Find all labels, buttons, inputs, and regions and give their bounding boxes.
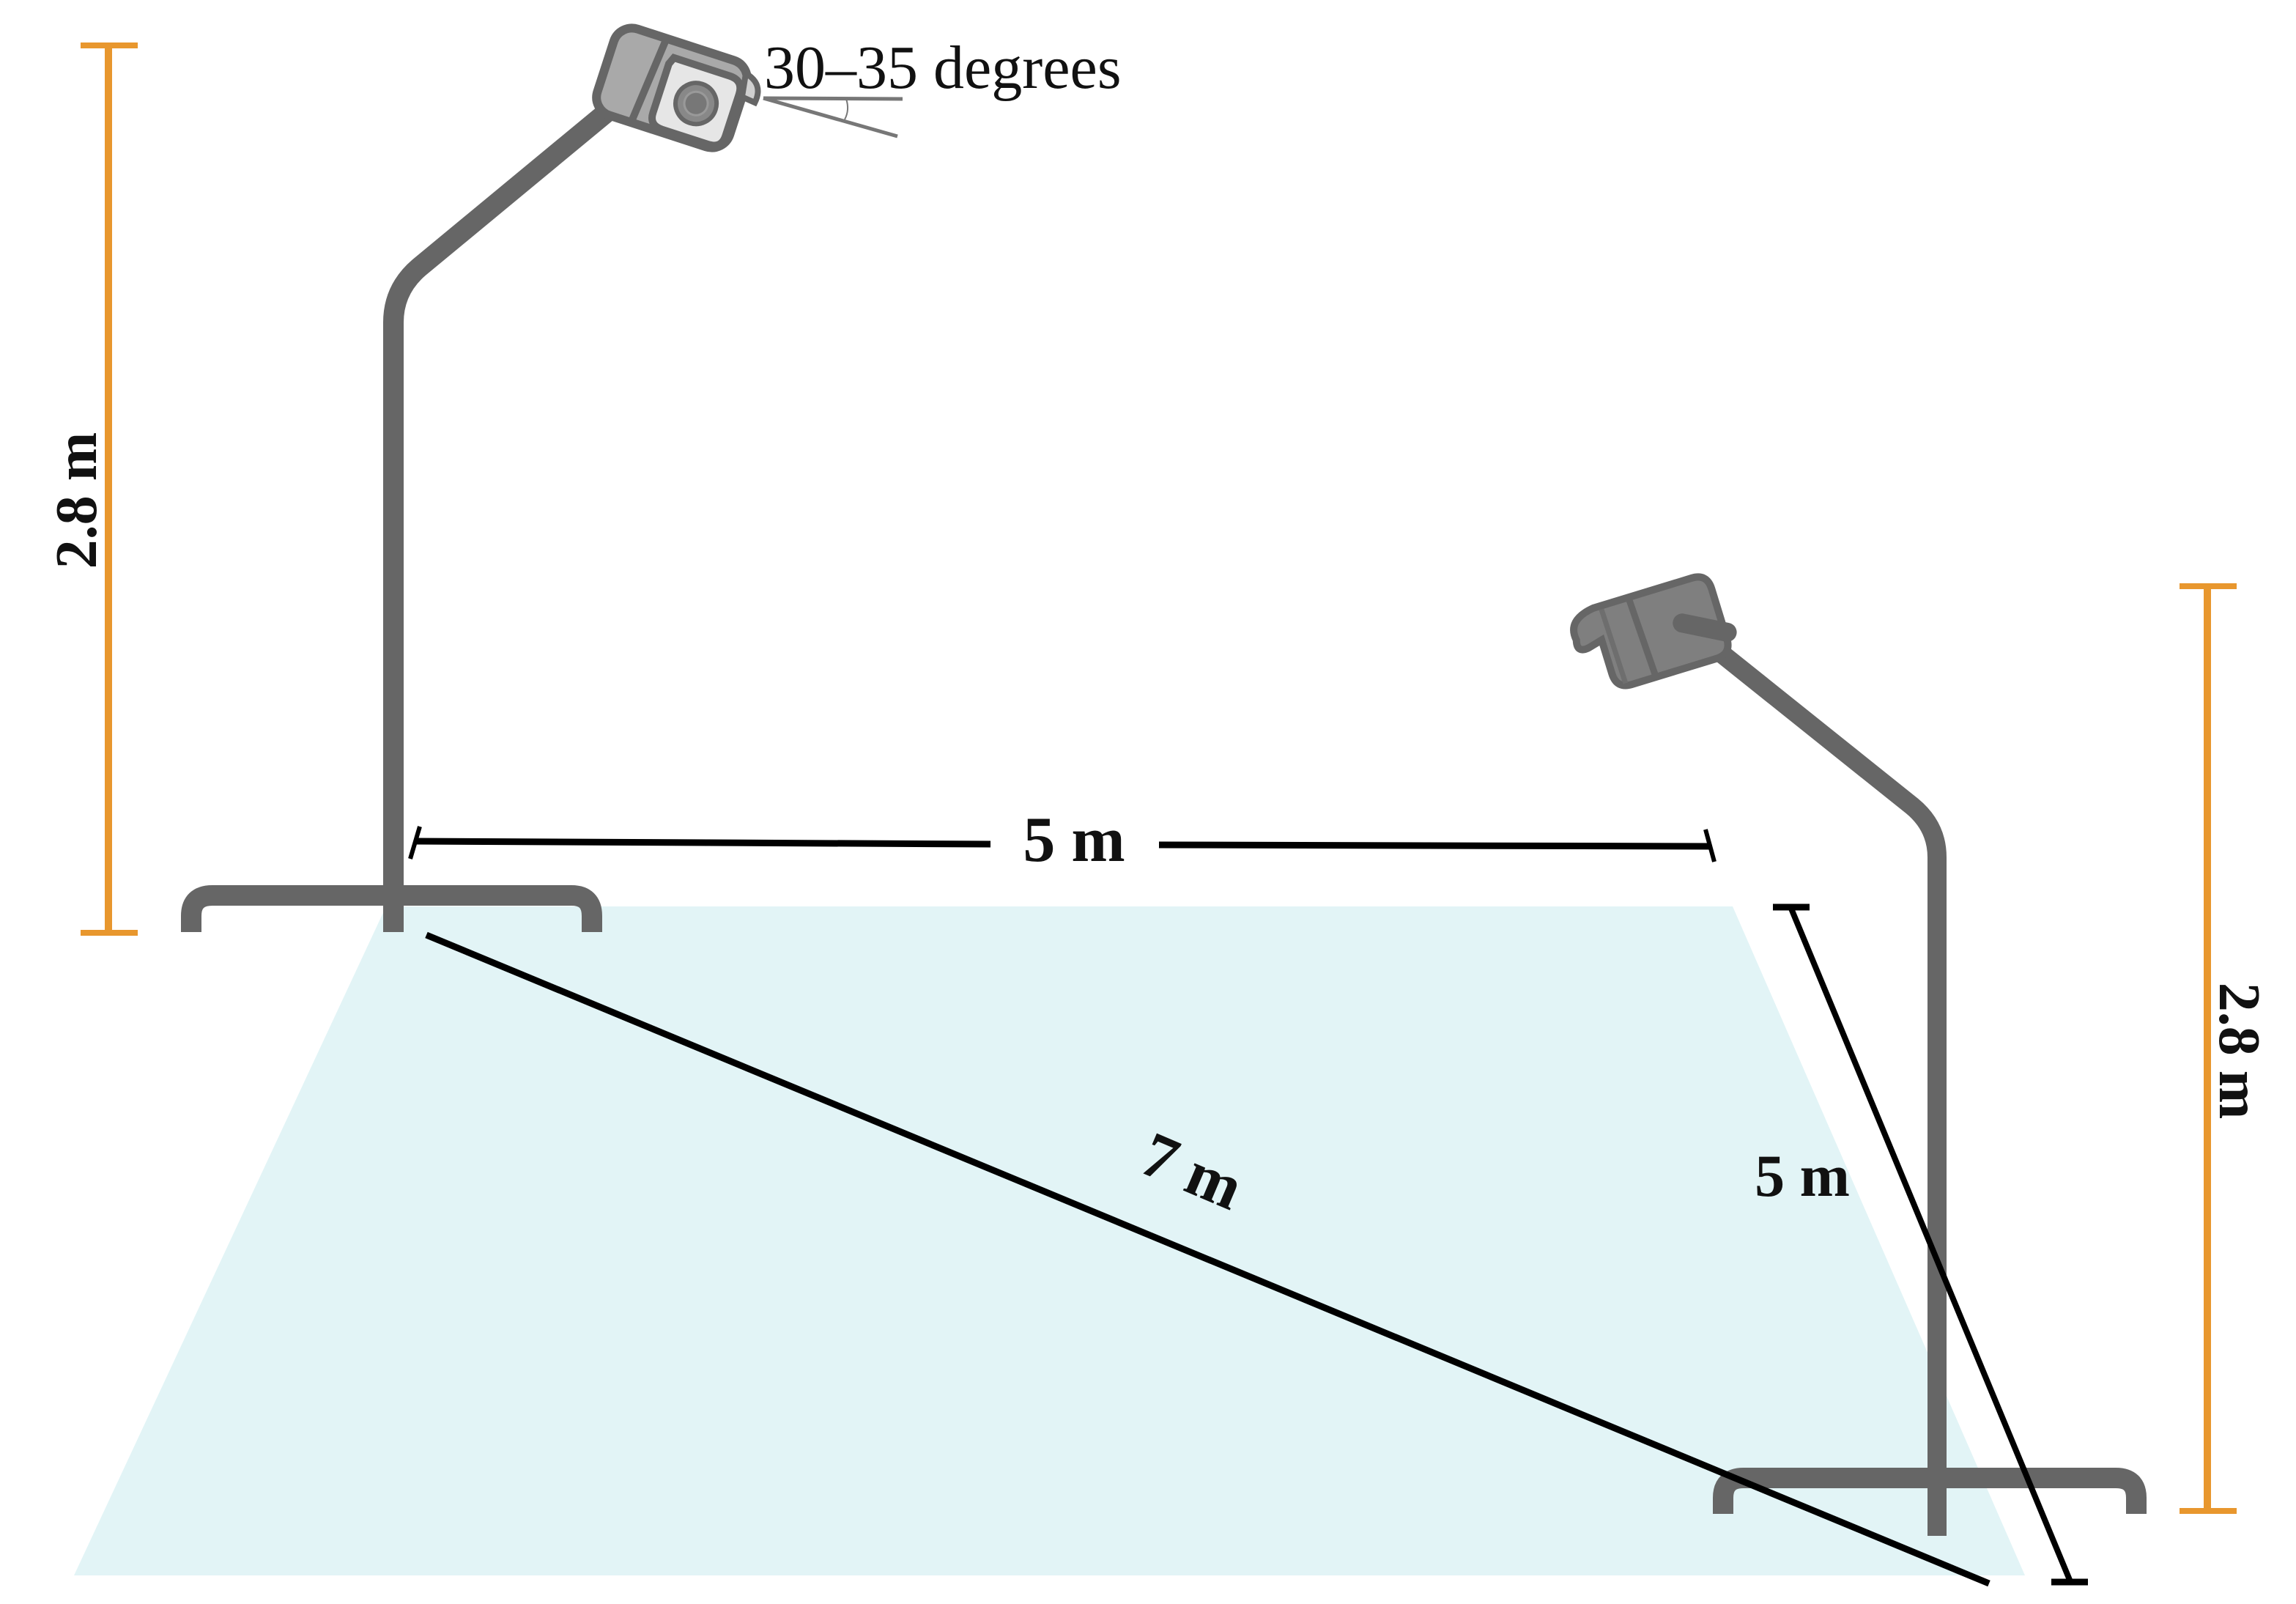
depth-distance-label: 5 m: [1755, 1142, 1850, 1209]
floor-capture-area: [74, 906, 2025, 1575]
right-camera-icon: [1570, 573, 1737, 690]
right-height-label: 2.8 m: [2207, 983, 2271, 1120]
diagonal-distance-dimension: [425, 931, 1991, 1587]
stand-separation-label: 5 m: [1023, 805, 1125, 876]
right-height-marker: [2180, 583, 2237, 1514]
depth-distance-dimension: [1773, 903, 2088, 1586]
angle-indicator: [763, 96, 903, 138]
left-height-label: 2.8 m: [45, 432, 109, 569]
camera-angle-label: 30–35 degrees: [764, 34, 1122, 102]
left-stand-pole: [383, 102, 616, 932]
left-camera-icon: [592, 23, 761, 152]
left-height-marker: [81, 42, 138, 936]
stand-separation-dimension: [408, 826, 1717, 862]
right-stand-pole: [1693, 628, 1947, 1536]
